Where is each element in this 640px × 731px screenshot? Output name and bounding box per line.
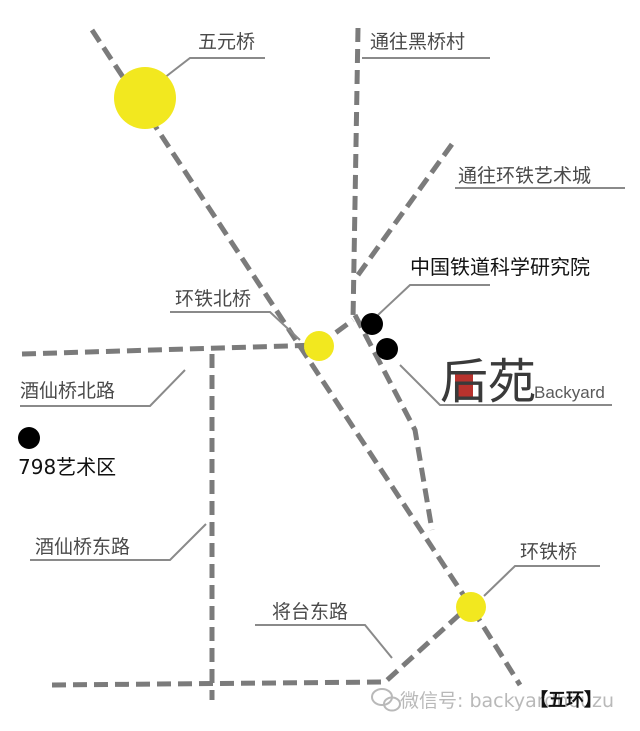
- label-jiangtai-east-rd: 将台东路: [272, 601, 348, 623]
- leader-jiuxianqiao-east: [30, 523, 207, 561]
- label-railway-academy: 中国铁道科学研究院: [410, 255, 590, 279]
- label-art-798: 798艺术区: [18, 455, 116, 479]
- backyard-logo: 后苑 Backyard: [440, 354, 605, 410]
- label-huantie-bridge: 环铁桥: [520, 541, 577, 563]
- wechat-icon: [371, 688, 401, 712]
- road-jiangtai-east: [51, 603, 472, 688]
- huantie-bridge-marker: [456, 592, 486, 622]
- road-jiuxianqiao-north: [21, 342, 320, 357]
- railway-academy-marker: [361, 313, 383, 335]
- leader-wuyuan: [154, 57, 265, 86]
- roads: [21, 27, 523, 700]
- leader-academy: [377, 284, 490, 316]
- label-wuyuan-bridge: 五元桥: [198, 31, 255, 53]
- huantie-north-bridge-marker: [304, 331, 334, 361]
- logo-accent-bar: [455, 373, 473, 399]
- watermark-text: 微信号: backyardhouzu: [400, 690, 614, 712]
- label-to-heiqiao: 通往黑桥村: [370, 31, 465, 53]
- leader-jiuxianqiao-north: [20, 369, 186, 407]
- leader-huantie-north: [170, 311, 301, 341]
- label-fifth-ring: 【五环】: [530, 690, 602, 711]
- leader-backyard: [399, 364, 612, 406]
- leader-lines: [20, 57, 625, 659]
- label-jiuxianqiao-east-rd: 酒仙桥东路: [35, 536, 130, 558]
- road-heiqiao-vertical: [350, 27, 361, 321]
- leader-huantie-bridge: [483, 565, 600, 597]
- logo-english: Backyard: [534, 383, 605, 402]
- art-798-marker: [18, 427, 40, 449]
- wuyuan-bridge-marker: [114, 67, 176, 129]
- label-jiuxianqiao-north-rd: 酒仙桥北路: [20, 380, 115, 402]
- leader-jiangtai-east: [255, 624, 393, 659]
- wechat-watermark: 微信号: backyardhouzu: [371, 688, 614, 712]
- label-huantie-north-bridge: 环铁北桥: [175, 288, 251, 310]
- road-to-huantie-art: [355, 138, 458, 277]
- logo-chinese: 后苑: [440, 354, 536, 410]
- label-to-huantie-art: 通往环铁艺术城: [458, 165, 591, 187]
- road-east-branch: [352, 313, 435, 531]
- backyard-marker: [376, 338, 398, 360]
